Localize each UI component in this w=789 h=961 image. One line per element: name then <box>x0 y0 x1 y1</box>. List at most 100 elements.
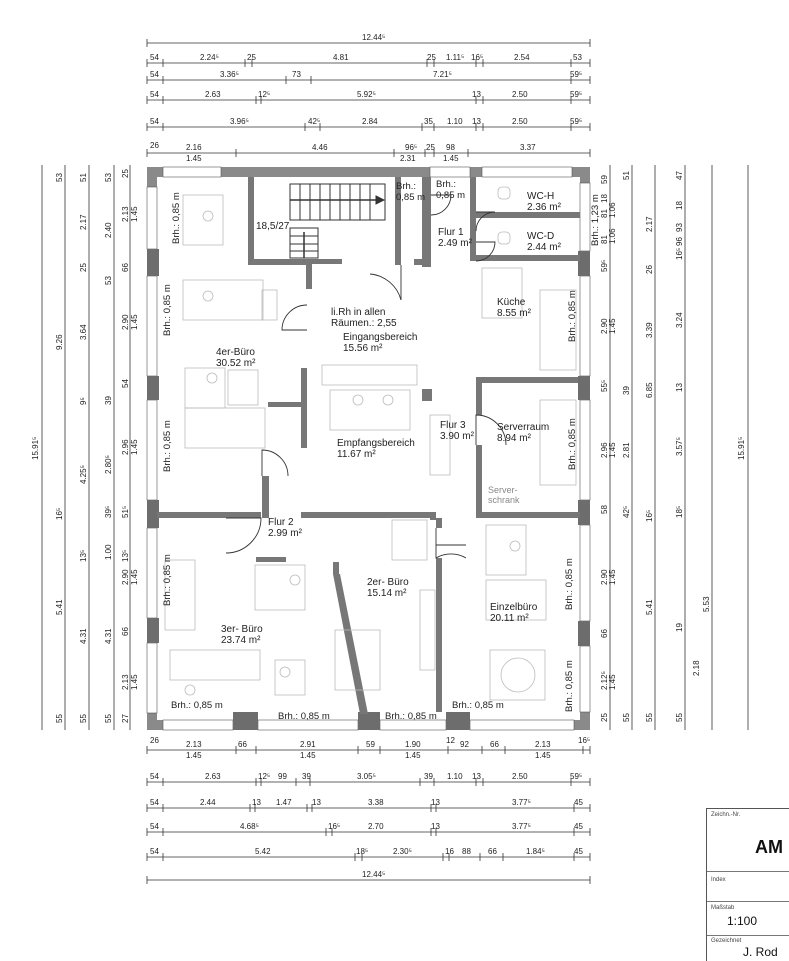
dimension-label: 5.53 <box>702 596 711 612</box>
dimension-label: 53 <box>104 276 113 285</box>
dimension-label: 1.06 <box>608 202 617 218</box>
dimension-label: 2.40 <box>104 222 113 238</box>
drawn-by-label: Gezeichnet <box>711 938 742 944</box>
dimension-chains <box>41 42 749 881</box>
room-area: 11.67 m² <box>337 449 376 460</box>
room-area: 3.90 m² <box>440 431 475 442</box>
dimension-label: 45 <box>574 847 583 856</box>
sill-height-label: Brh.: 0,85 m <box>564 660 575 712</box>
dimension-label: 59⁵ <box>570 70 582 79</box>
dimension-label: 2.54 <box>514 53 530 62</box>
dimension-label: 1.45 <box>443 154 459 163</box>
dimension-label: 66 <box>490 740 499 749</box>
dimension-label: 2.24⁵ <box>200 53 219 62</box>
dimension-label: 54 <box>150 117 159 126</box>
stair-ratio: 18,5/27 <box>256 221 290 232</box>
dimension-label: 98 <box>446 143 455 152</box>
room-area: 8.94 m² <box>497 433 532 444</box>
room-area: 8.55 m² <box>497 308 532 319</box>
dimension-label: 2.81 <box>622 442 631 458</box>
sill-height-label: Brh.: 0,85 m <box>567 418 578 470</box>
dimension-overall-right: 15.91⁵ <box>737 437 746 460</box>
room-height-note: Räumen.: 2,55 <box>331 318 397 329</box>
room-name: 4er-Büro <box>216 347 255 358</box>
dimension-label: 54 <box>150 53 159 62</box>
dimension-label: 59 <box>366 740 375 749</box>
dimension-label: 58 <box>600 505 609 514</box>
dimension-label: 2.70 <box>368 822 384 831</box>
dimension-label: 25 <box>79 263 88 272</box>
dimension-label: 96⁵ <box>405 143 417 152</box>
dimension-label: 1.10 <box>447 117 463 126</box>
dimension-label: 1.84⁵ <box>526 847 545 856</box>
dimension-label: 35 <box>424 117 433 126</box>
sill-height-label: Brh.: <box>436 179 456 190</box>
dimension-label: 12⁵ <box>258 772 270 781</box>
scale-cell: Maßstab 1:100 <box>707 901 789 936</box>
dimension-label: 2.16 <box>186 143 202 152</box>
dimension-label: 99 <box>278 772 287 781</box>
room-name: Eingangsbereich <box>343 332 418 343</box>
dimension-label: 45 <box>574 798 583 807</box>
dimension-label: 2.91 <box>300 740 316 749</box>
dimension-label: 59⁵ <box>600 260 609 272</box>
dimension-label: 4.81 <box>333 53 349 62</box>
dimension-label: 1.00 <box>104 544 113 560</box>
dimension-label: 2.13 <box>535 740 551 749</box>
dimension-label: 55 <box>622 713 631 722</box>
room-area: 15.14 m² <box>367 588 407 599</box>
dimension-label: 1.90 <box>405 740 421 749</box>
dimension-label: 15.91⁵ <box>31 437 40 460</box>
dimension-label: 26 <box>150 736 159 745</box>
dimension-label: 2.17 <box>645 216 654 232</box>
drawing-number-cell: Zeichn.-Nr. AM <box>707 809 789 872</box>
dimension-label: 3.39 <box>645 322 654 338</box>
dimension-label: 13 <box>472 117 481 126</box>
dimension-label: 2.50 <box>512 117 528 126</box>
dimension-label: 13⁵ <box>79 550 88 562</box>
dimension-label: 51⁵ <box>121 506 130 518</box>
drawn-by-value: J. Rod <box>743 945 778 959</box>
sill-height-label: Brh.: 0,85 m <box>171 700 223 711</box>
room-area: 2.44 m² <box>527 242 562 253</box>
dimension-label: 1.45 <box>130 674 139 690</box>
room-name: Küche <box>497 297 526 308</box>
dimension-label: 53 <box>573 53 582 62</box>
dimension-label: 16⁵ <box>645 510 654 522</box>
room-name: Einzelbüro <box>490 602 538 613</box>
sill-height-label: Brh.: 0,85 m <box>452 700 504 711</box>
dimension-label: 3.38 <box>368 798 384 807</box>
dimension-label: 2.80⁵ <box>104 455 113 474</box>
scale-label: Maßstab <box>711 905 735 911</box>
dimension-label: 1.10 <box>447 772 463 781</box>
dimension-label: 4.25⁵ <box>79 465 88 484</box>
dimension-label: 13⁵ <box>121 550 130 562</box>
dimension-label: 1.47 <box>276 798 292 807</box>
dimension-label: 2.63 <box>205 772 221 781</box>
drawing-number-label: Zeichn.-Nr. <box>711 812 741 818</box>
room-area: 15.56 m² <box>343 343 383 354</box>
dimension-overall-top: 12.44⁵ <box>362 33 385 42</box>
dimension-label: 2.13 <box>121 674 130 690</box>
sill-height-label: Brh.: 0,85 m <box>278 711 330 722</box>
dimension-label: 1.45 <box>186 751 202 760</box>
dimension-label: 55⁵ <box>600 380 609 392</box>
sill-height-label: Brh.: 0,85 m <box>385 711 437 722</box>
dimension-label: 2.90 <box>600 569 609 585</box>
dimension-label: 3.57⁵ <box>675 437 684 456</box>
dimension-label: 12 <box>446 736 455 745</box>
dimension-label: 39 <box>302 772 311 781</box>
dimension-label: 16⁵ <box>675 248 684 260</box>
dimension-label: 54 <box>150 772 159 781</box>
dimension-label: 66 <box>121 263 130 272</box>
title-block: Zeichn.-Nr. AM Index Maßstab 1:100 Gezei… <box>706 808 789 961</box>
dimension-label: 3.96⁵ <box>230 117 249 126</box>
dimension-label: 25 <box>426 143 435 152</box>
scale-value: 1:100 <box>727 914 758 928</box>
dimension-label: 3.37 <box>520 143 536 152</box>
dimension-label: 4.31 <box>104 628 113 644</box>
sill-height-label: Brh.: 0,85 m <box>162 420 173 472</box>
